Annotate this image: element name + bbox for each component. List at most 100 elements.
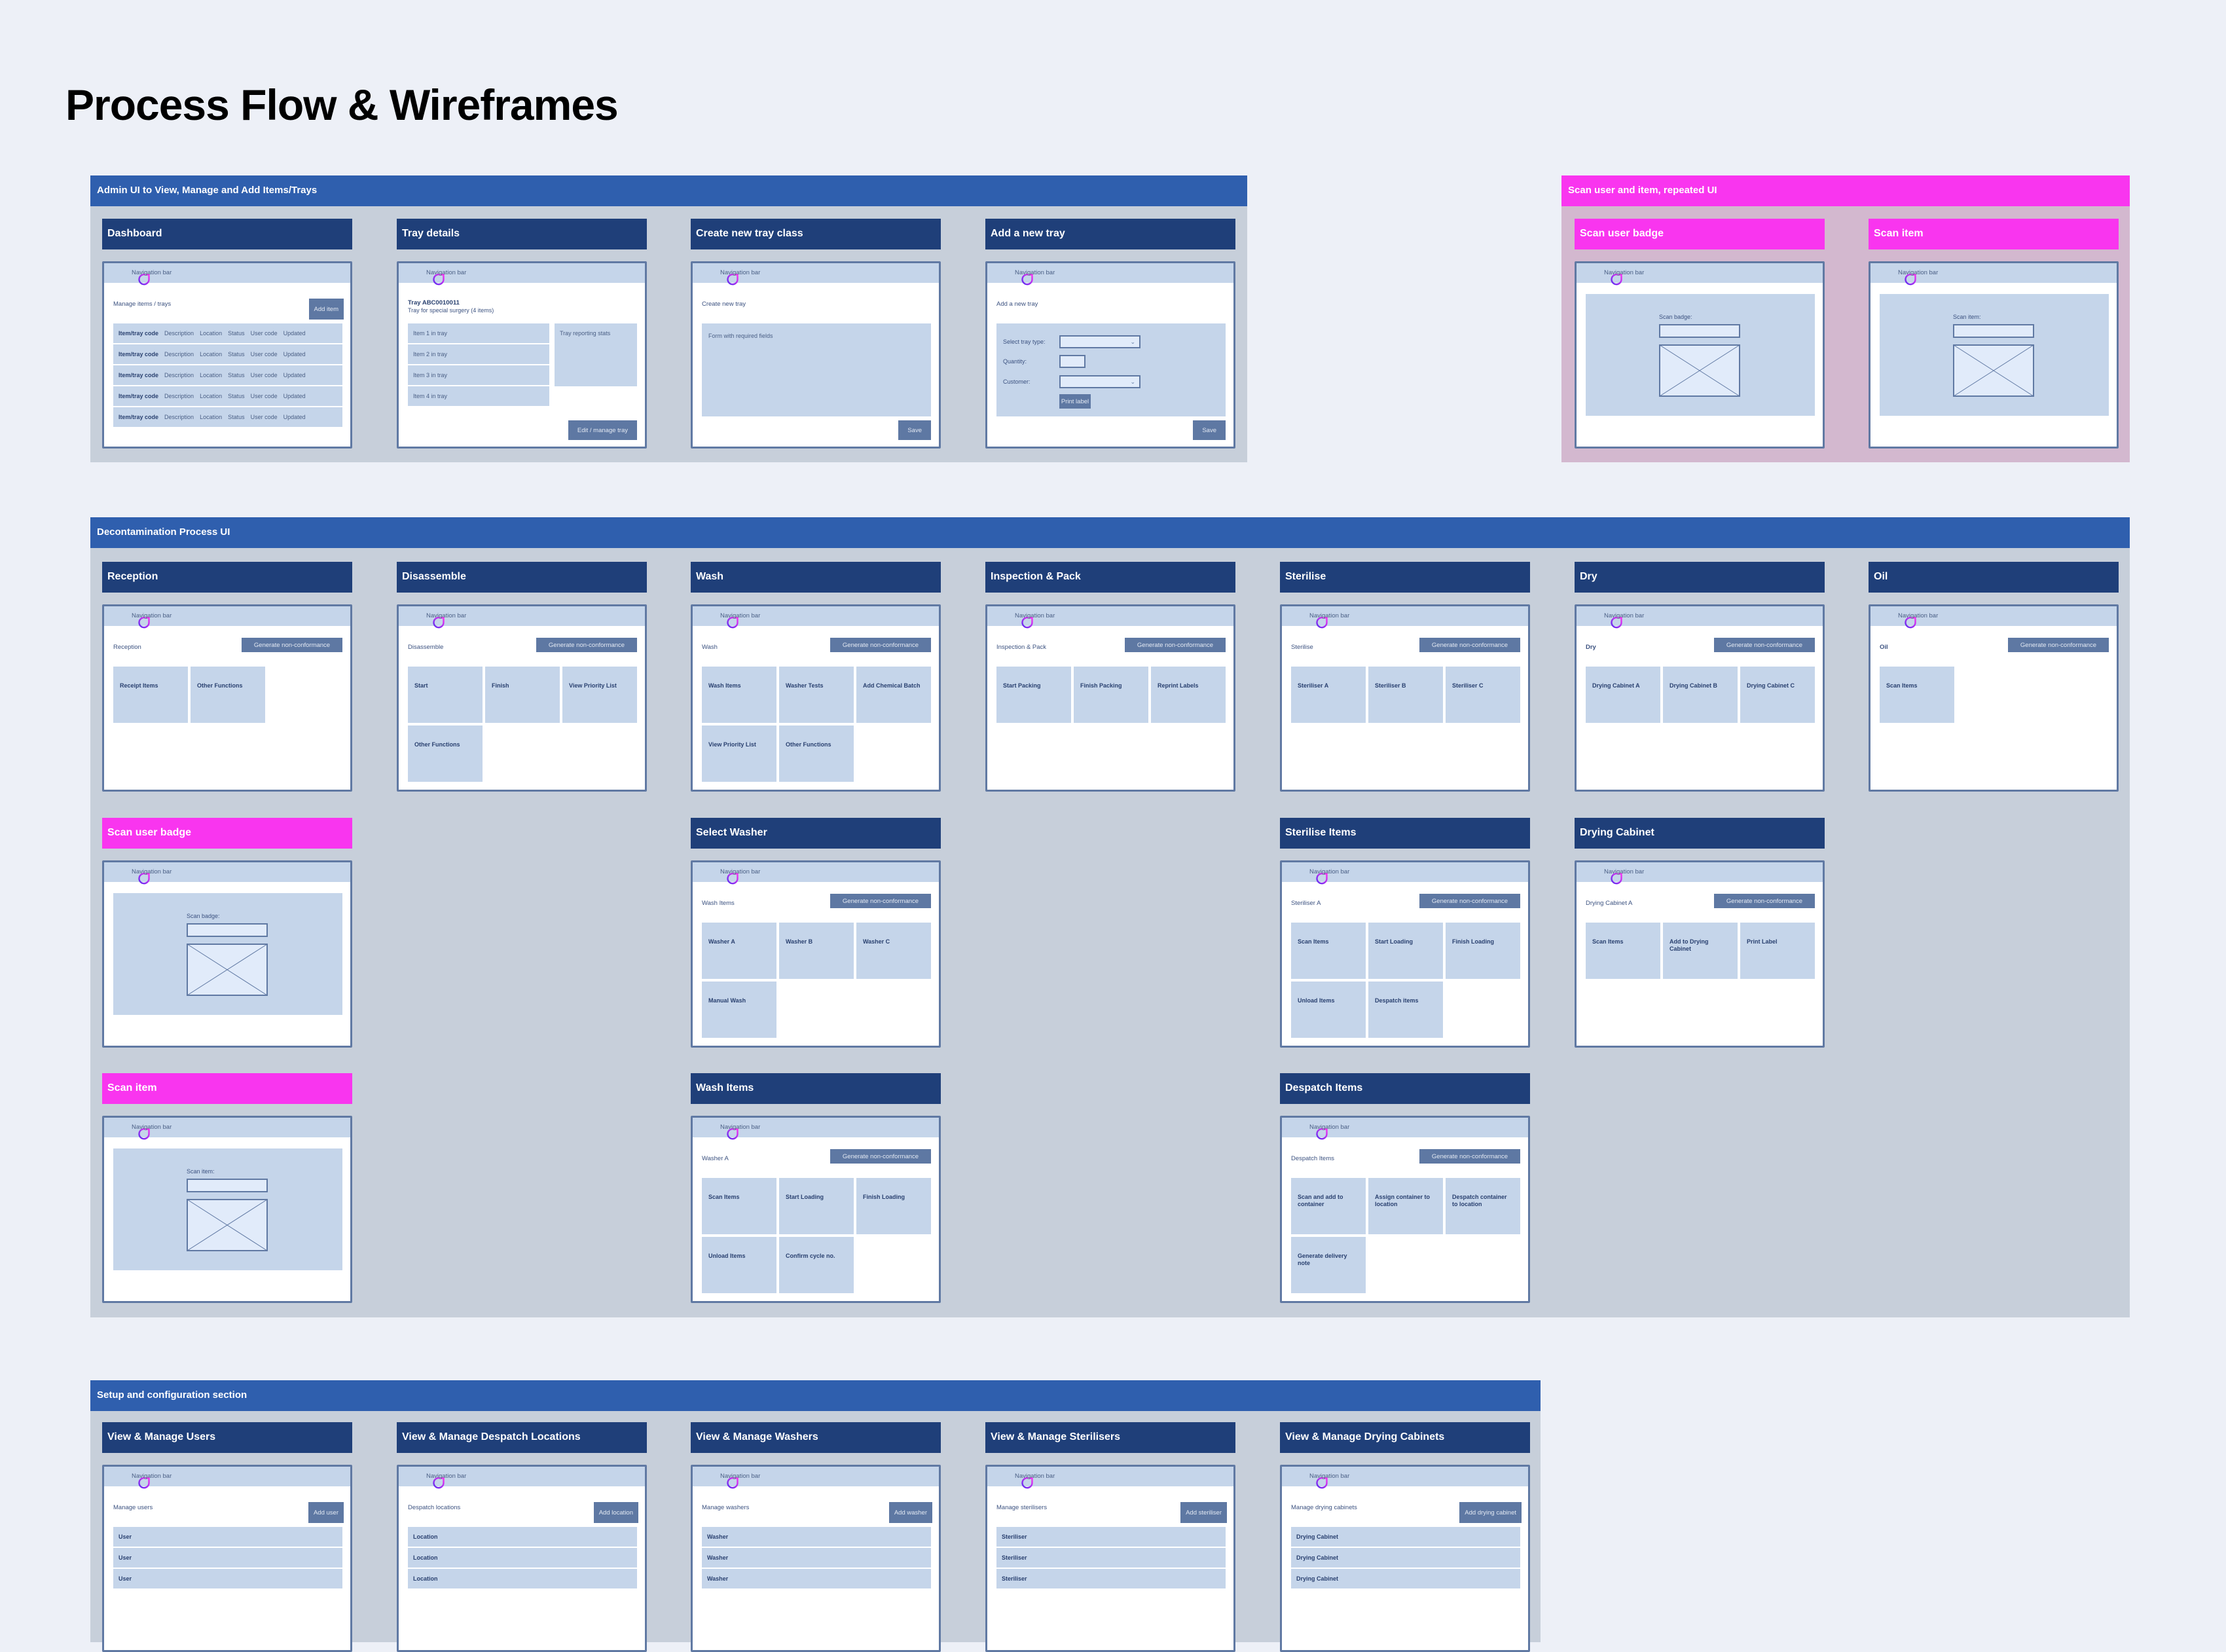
navigation-bar[interactable]: Navigation bar	[987, 1467, 1233, 1489]
add-button[interactable]: Add user	[308, 1502, 344, 1523]
generate-non-conformance-button[interactable]: Generate non-conformance	[1125, 638, 1226, 652]
tile-drying-cabinet-a[interactable]: Drying Cabinet A	[1586, 667, 1660, 723]
tile-add-to-drying-cabinet[interactable]: Add to Drying Cabinet	[1663, 923, 1738, 979]
tile-wash-items[interactable]: Wash Items	[702, 667, 776, 723]
generate-non-conformance-button[interactable]: Generate non-conformance	[830, 894, 931, 908]
navigation-bar[interactable]: Navigation bar	[693, 606, 939, 629]
navigation-bar[interactable]: Navigation bar	[1282, 1118, 1528, 1140]
navigation-bar[interactable]: Navigation bar	[1870, 263, 2117, 285]
list-item[interactable]: Drying Cabinet	[1291, 1569, 1520, 1588]
navigation-bar[interactable]: Navigation bar	[104, 1118, 350, 1140]
list-item[interactable]: User	[113, 1569, 342, 1588]
navigation-bar[interactable]: Navigation bar	[399, 1467, 645, 1489]
tile-despatch-items[interactable]: Despatch items	[1368, 982, 1443, 1038]
tray-type-select[interactable]: ⌄	[1059, 335, 1140, 348]
tile-start-packing[interactable]: Start Packing	[996, 667, 1071, 723]
list-item[interactable]: Steriliser	[996, 1527, 1226, 1547]
tray-item[interactable]: Item 4 in tray	[408, 386, 549, 406]
navigation-bar[interactable]: Navigation bar	[1577, 606, 1823, 629]
tile-assign-container-to-location[interactable]: Assign container to location	[1368, 1178, 1443, 1234]
list-item[interactable]: User	[113, 1527, 342, 1547]
tile-steriliser-b[interactable]: Steriliser B	[1368, 667, 1443, 723]
scan-input[interactable]	[187, 923, 268, 937]
tile-start[interactable]: Start	[408, 667, 483, 723]
navigation-bar[interactable]: Navigation bar	[693, 263, 939, 285]
list-item[interactable]: Washer	[702, 1548, 931, 1568]
tile-scan-items[interactable]: Scan Items	[1291, 923, 1366, 979]
generate-non-conformance-button[interactable]: Generate non-conformance	[830, 1149, 931, 1164]
tile-receipt-items[interactable]: Receipt Items	[113, 667, 188, 723]
navigation-bar[interactable]: Navigation bar	[104, 606, 350, 629]
tile-other-functions[interactable]: Other Functions	[191, 667, 265, 723]
navigation-bar[interactable]: Navigation bar	[693, 862, 939, 885]
tile-start-loading[interactable]: Start Loading	[1368, 923, 1443, 979]
list-item[interactable]: User	[113, 1548, 342, 1568]
tile-washer-c[interactable]: Washer C	[856, 923, 931, 979]
generate-non-conformance-button[interactable]: Generate non-conformance	[1714, 894, 1815, 908]
navigation-bar[interactable]: Navigation bar	[399, 263, 645, 285]
tile-view-priority-list[interactable]: View Priority List	[702, 725, 776, 782]
list-item[interactable]: Drying Cabinet	[1291, 1527, 1520, 1547]
add-item-button[interactable]: Add item	[308, 299, 344, 320]
edit-manage-tray-button[interactable]: Edit / manage tray	[568, 420, 637, 440]
list-item[interactable]: Drying Cabinet	[1291, 1548, 1520, 1568]
generate-non-conformance-button[interactable]: Generate non-conformance	[2008, 638, 2109, 652]
scan-input[interactable]	[1953, 324, 2034, 338]
tile-start-loading[interactable]: Start Loading	[779, 1178, 854, 1234]
list-item[interactable]: Washer	[702, 1527, 931, 1547]
tile-scan-items[interactable]: Scan Items	[702, 1178, 776, 1234]
generate-non-conformance-button[interactable]: Generate non-conformance	[1419, 894, 1520, 908]
tile-finish[interactable]: Finish	[485, 667, 560, 723]
tile-washer-tests[interactable]: Washer Tests	[779, 667, 854, 723]
navigation-bar[interactable]: Navigation bar	[693, 1118, 939, 1140]
tile-drying-cabinet-c[interactable]: Drying Cabinet C	[1740, 667, 1815, 723]
list-item[interactable]: Location	[408, 1527, 637, 1547]
tile-scan-items[interactable]: Scan Items	[1880, 667, 1954, 723]
list-item[interactable]: Washer	[702, 1569, 931, 1588]
navigation-bar[interactable]: Navigation bar	[1577, 862, 1823, 885]
print-label-button[interactable]: Print label	[1059, 394, 1091, 409]
list-item[interactable]: Steriliser	[996, 1548, 1226, 1568]
tile-unload-items[interactable]: Unload Items	[702, 1237, 776, 1293]
tile-print-label[interactable]: Print Label	[1740, 923, 1815, 979]
tile-other-functions[interactable]: Other Functions	[779, 725, 854, 782]
tile-finish-packing[interactable]: Finish Packing	[1074, 667, 1148, 723]
navigation-bar[interactable]: Navigation bar	[1282, 606, 1528, 629]
tile-finish-loading[interactable]: Finish Loading	[1446, 923, 1520, 979]
generate-non-conformance-button[interactable]: Generate non-conformance	[1714, 638, 1815, 652]
navigation-bar[interactable]: Navigation bar	[104, 862, 350, 885]
tile-washer-b[interactable]: Washer B	[779, 923, 854, 979]
tray-item[interactable]: Item 2 in tray	[408, 344, 549, 364]
navigation-bar[interactable]: Navigation bar	[1577, 263, 1823, 285]
tile-view-priority-list[interactable]: View Priority List	[562, 667, 637, 723]
tile-steriliser-a[interactable]: Steriliser A	[1291, 667, 1366, 723]
tile-generate-delivery-note[interactable]: Generate delivery note	[1291, 1237, 1366, 1293]
tray-item[interactable]: Item 1 in tray	[408, 323, 549, 343]
scan-input[interactable]	[187, 1179, 268, 1192]
generate-non-conformance-button[interactable]: Generate non-conformance	[536, 638, 637, 652]
navigation-bar[interactable]: Navigation bar	[104, 263, 350, 285]
tile-manual-wash[interactable]: Manual Wash	[702, 982, 776, 1038]
tile-steriliser-c[interactable]: Steriliser C	[1446, 667, 1520, 723]
customer-select[interactable]: ⌄	[1059, 375, 1140, 388]
save-button[interactable]: Save	[1193, 420, 1226, 440]
add-button[interactable]: Add washer	[888, 1502, 932, 1523]
add-button[interactable]: Add location	[593, 1502, 638, 1523]
quantity-input[interactable]	[1059, 355, 1086, 368]
tile-finish-loading[interactable]: Finish Loading	[856, 1178, 931, 1234]
navigation-bar[interactable]: Navigation bar	[1282, 862, 1528, 885]
tile-other-functions[interactable]: Other Functions	[408, 725, 483, 782]
navigation-bar[interactable]: Navigation bar	[693, 1467, 939, 1489]
generate-non-conformance-button[interactable]: Generate non-conformance	[1419, 638, 1520, 652]
generate-non-conformance-button[interactable]: Generate non-conformance	[830, 638, 931, 652]
tile-washer-a[interactable]: Washer A	[702, 923, 776, 979]
tile-confirm-cycle-no[interactable]: Confirm cycle no.	[779, 1237, 854, 1293]
tile-drying-cabinet-b[interactable]: Drying Cabinet B	[1663, 667, 1738, 723]
tile-scan-items[interactable]: Scan Items	[1586, 923, 1660, 979]
scan-input[interactable]	[1659, 324, 1740, 338]
tile-despatch-container-to-location[interactable]: Despatch container to location	[1446, 1178, 1520, 1234]
tray-item[interactable]: Item 3 in tray	[408, 365, 549, 385]
